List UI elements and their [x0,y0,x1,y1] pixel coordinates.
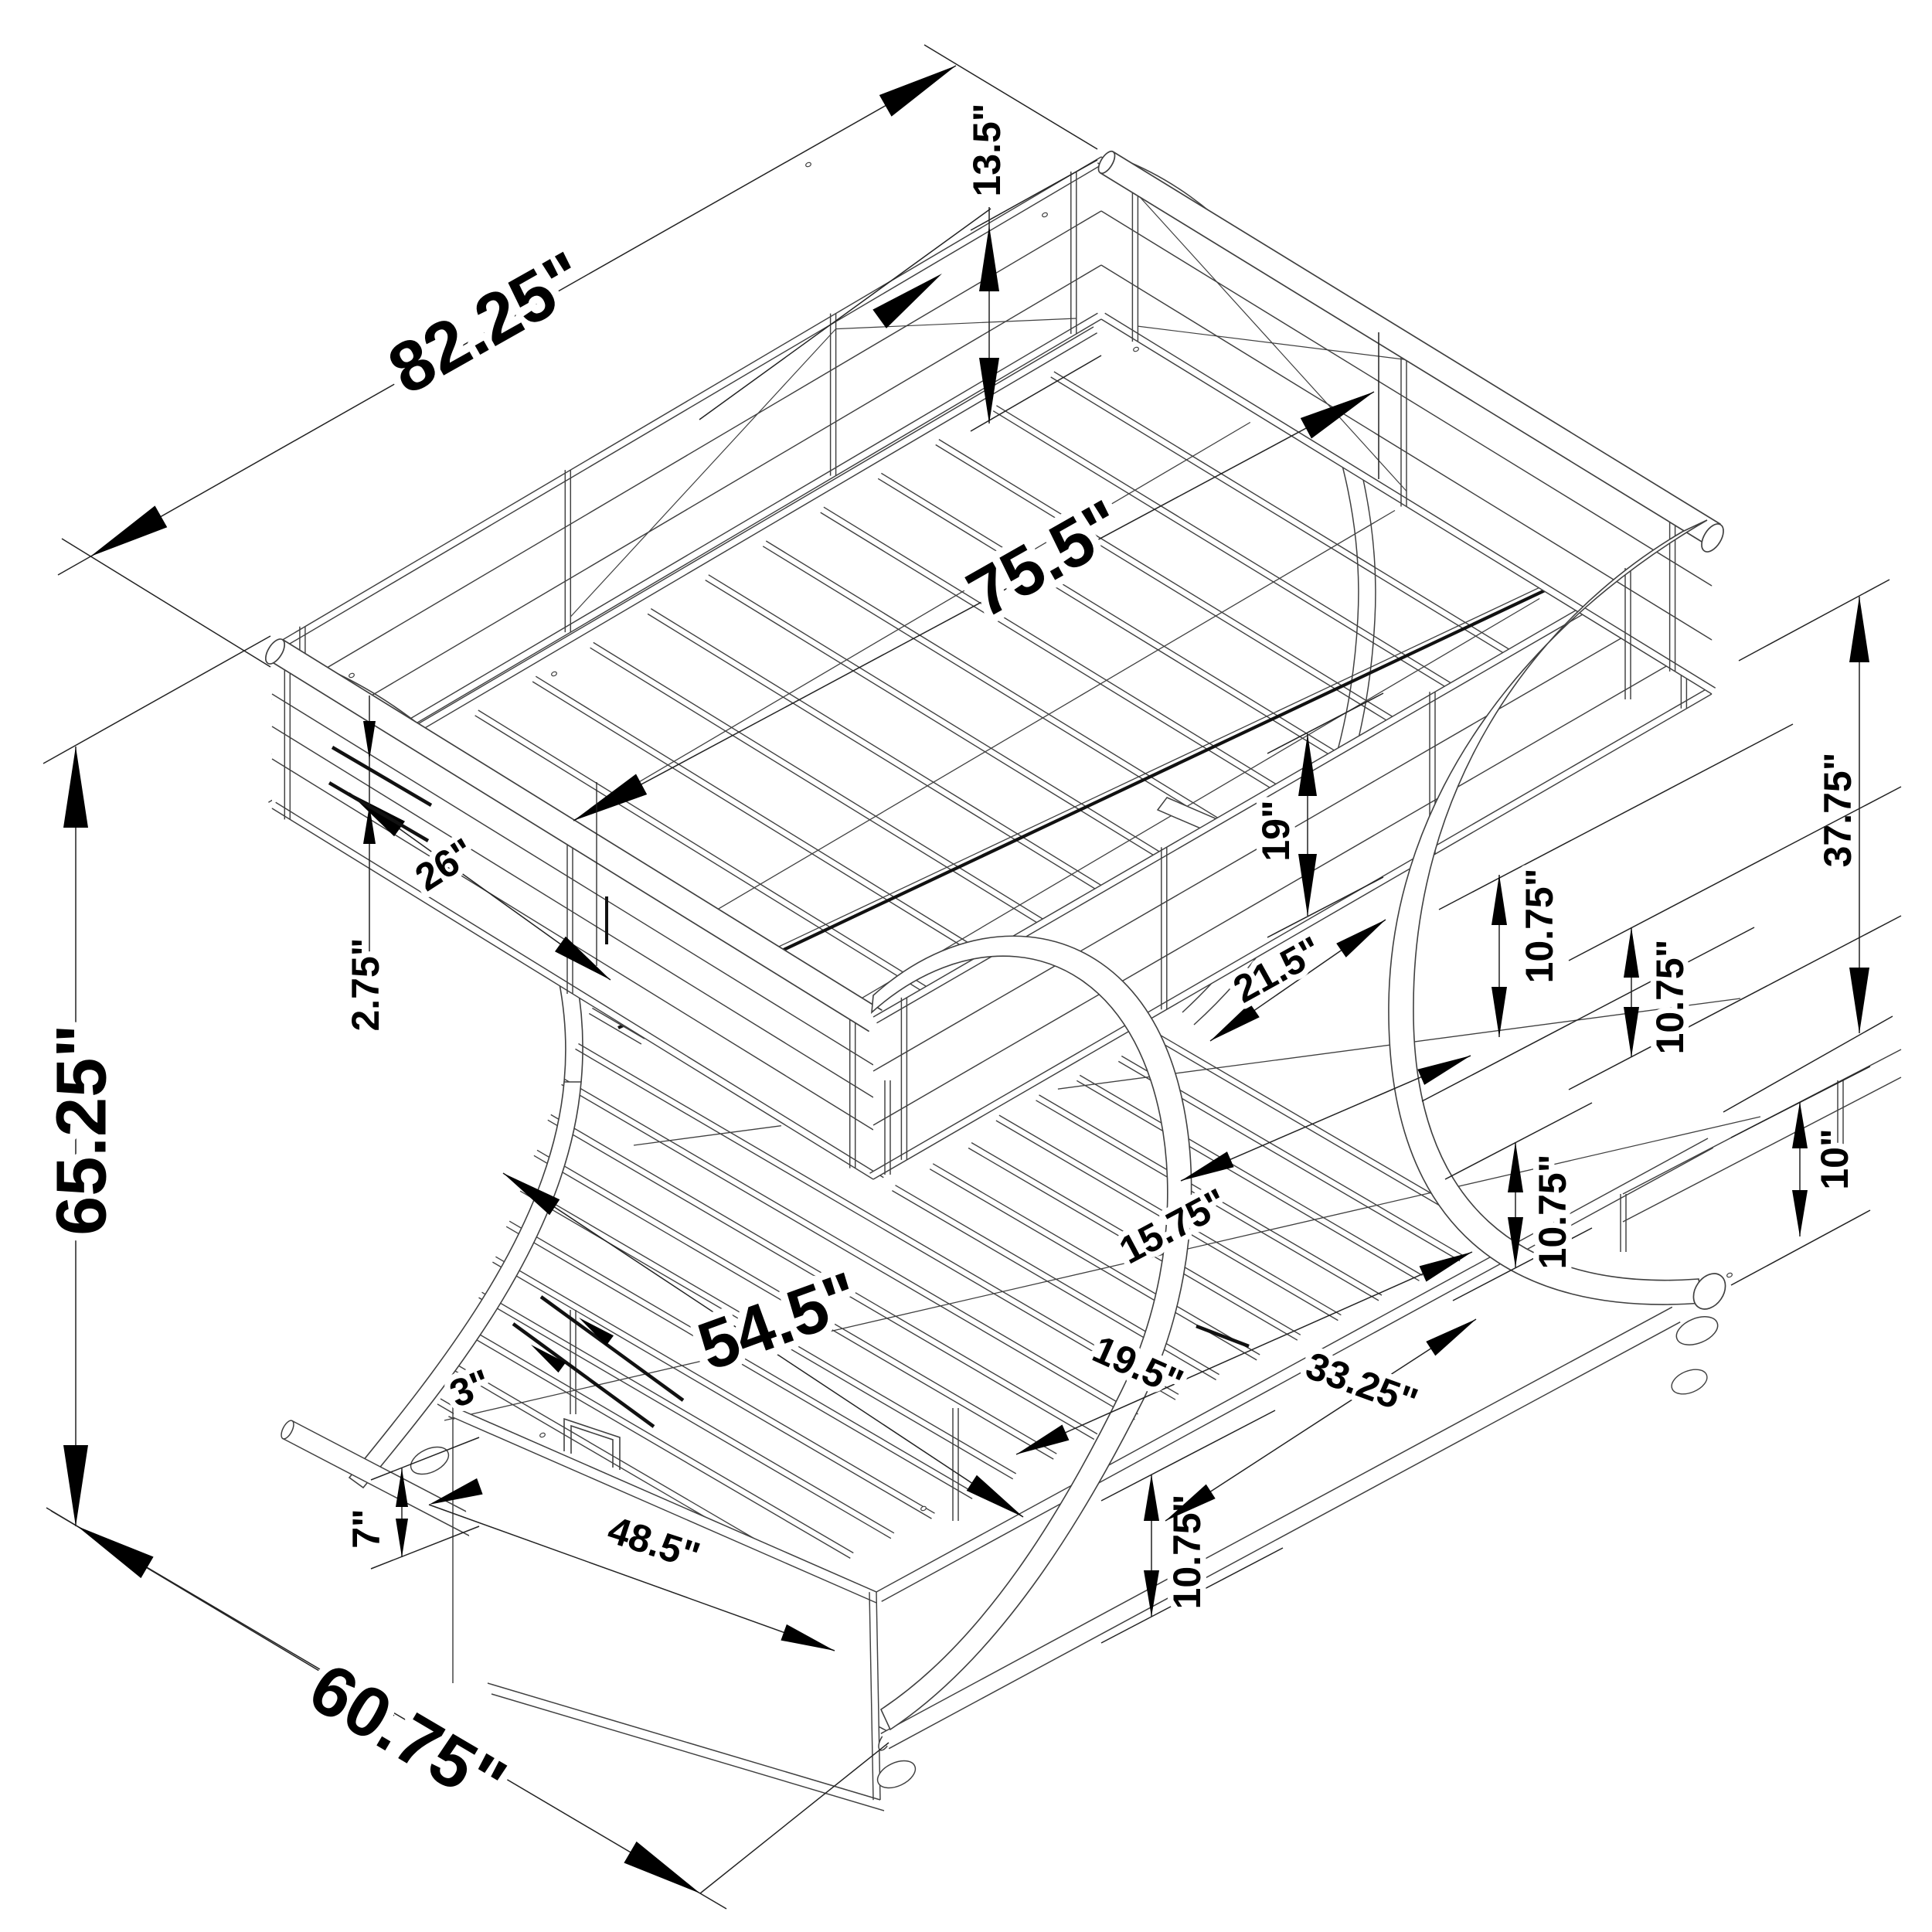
svg-text:2.75": 2.75" [344,937,387,1031]
svg-text:10.75": 10.75" [1518,869,1561,984]
svg-text:7": 7" [345,1509,388,1549]
svg-text:10.75": 10.75" [1531,1155,1574,1270]
svg-text:65.25": 65.25" [42,1024,121,1236]
svg-text:10.75": 10.75" [1165,1495,1209,1610]
svg-text:19": 19" [1254,800,1298,861]
svg-text:13.5": 13.5" [965,103,1009,196]
svg-text:37.75": 37.75" [1816,753,1859,868]
svg-text:10.75": 10.75" [1648,940,1692,1055]
svg-text:10": 10" [1813,1128,1856,1189]
